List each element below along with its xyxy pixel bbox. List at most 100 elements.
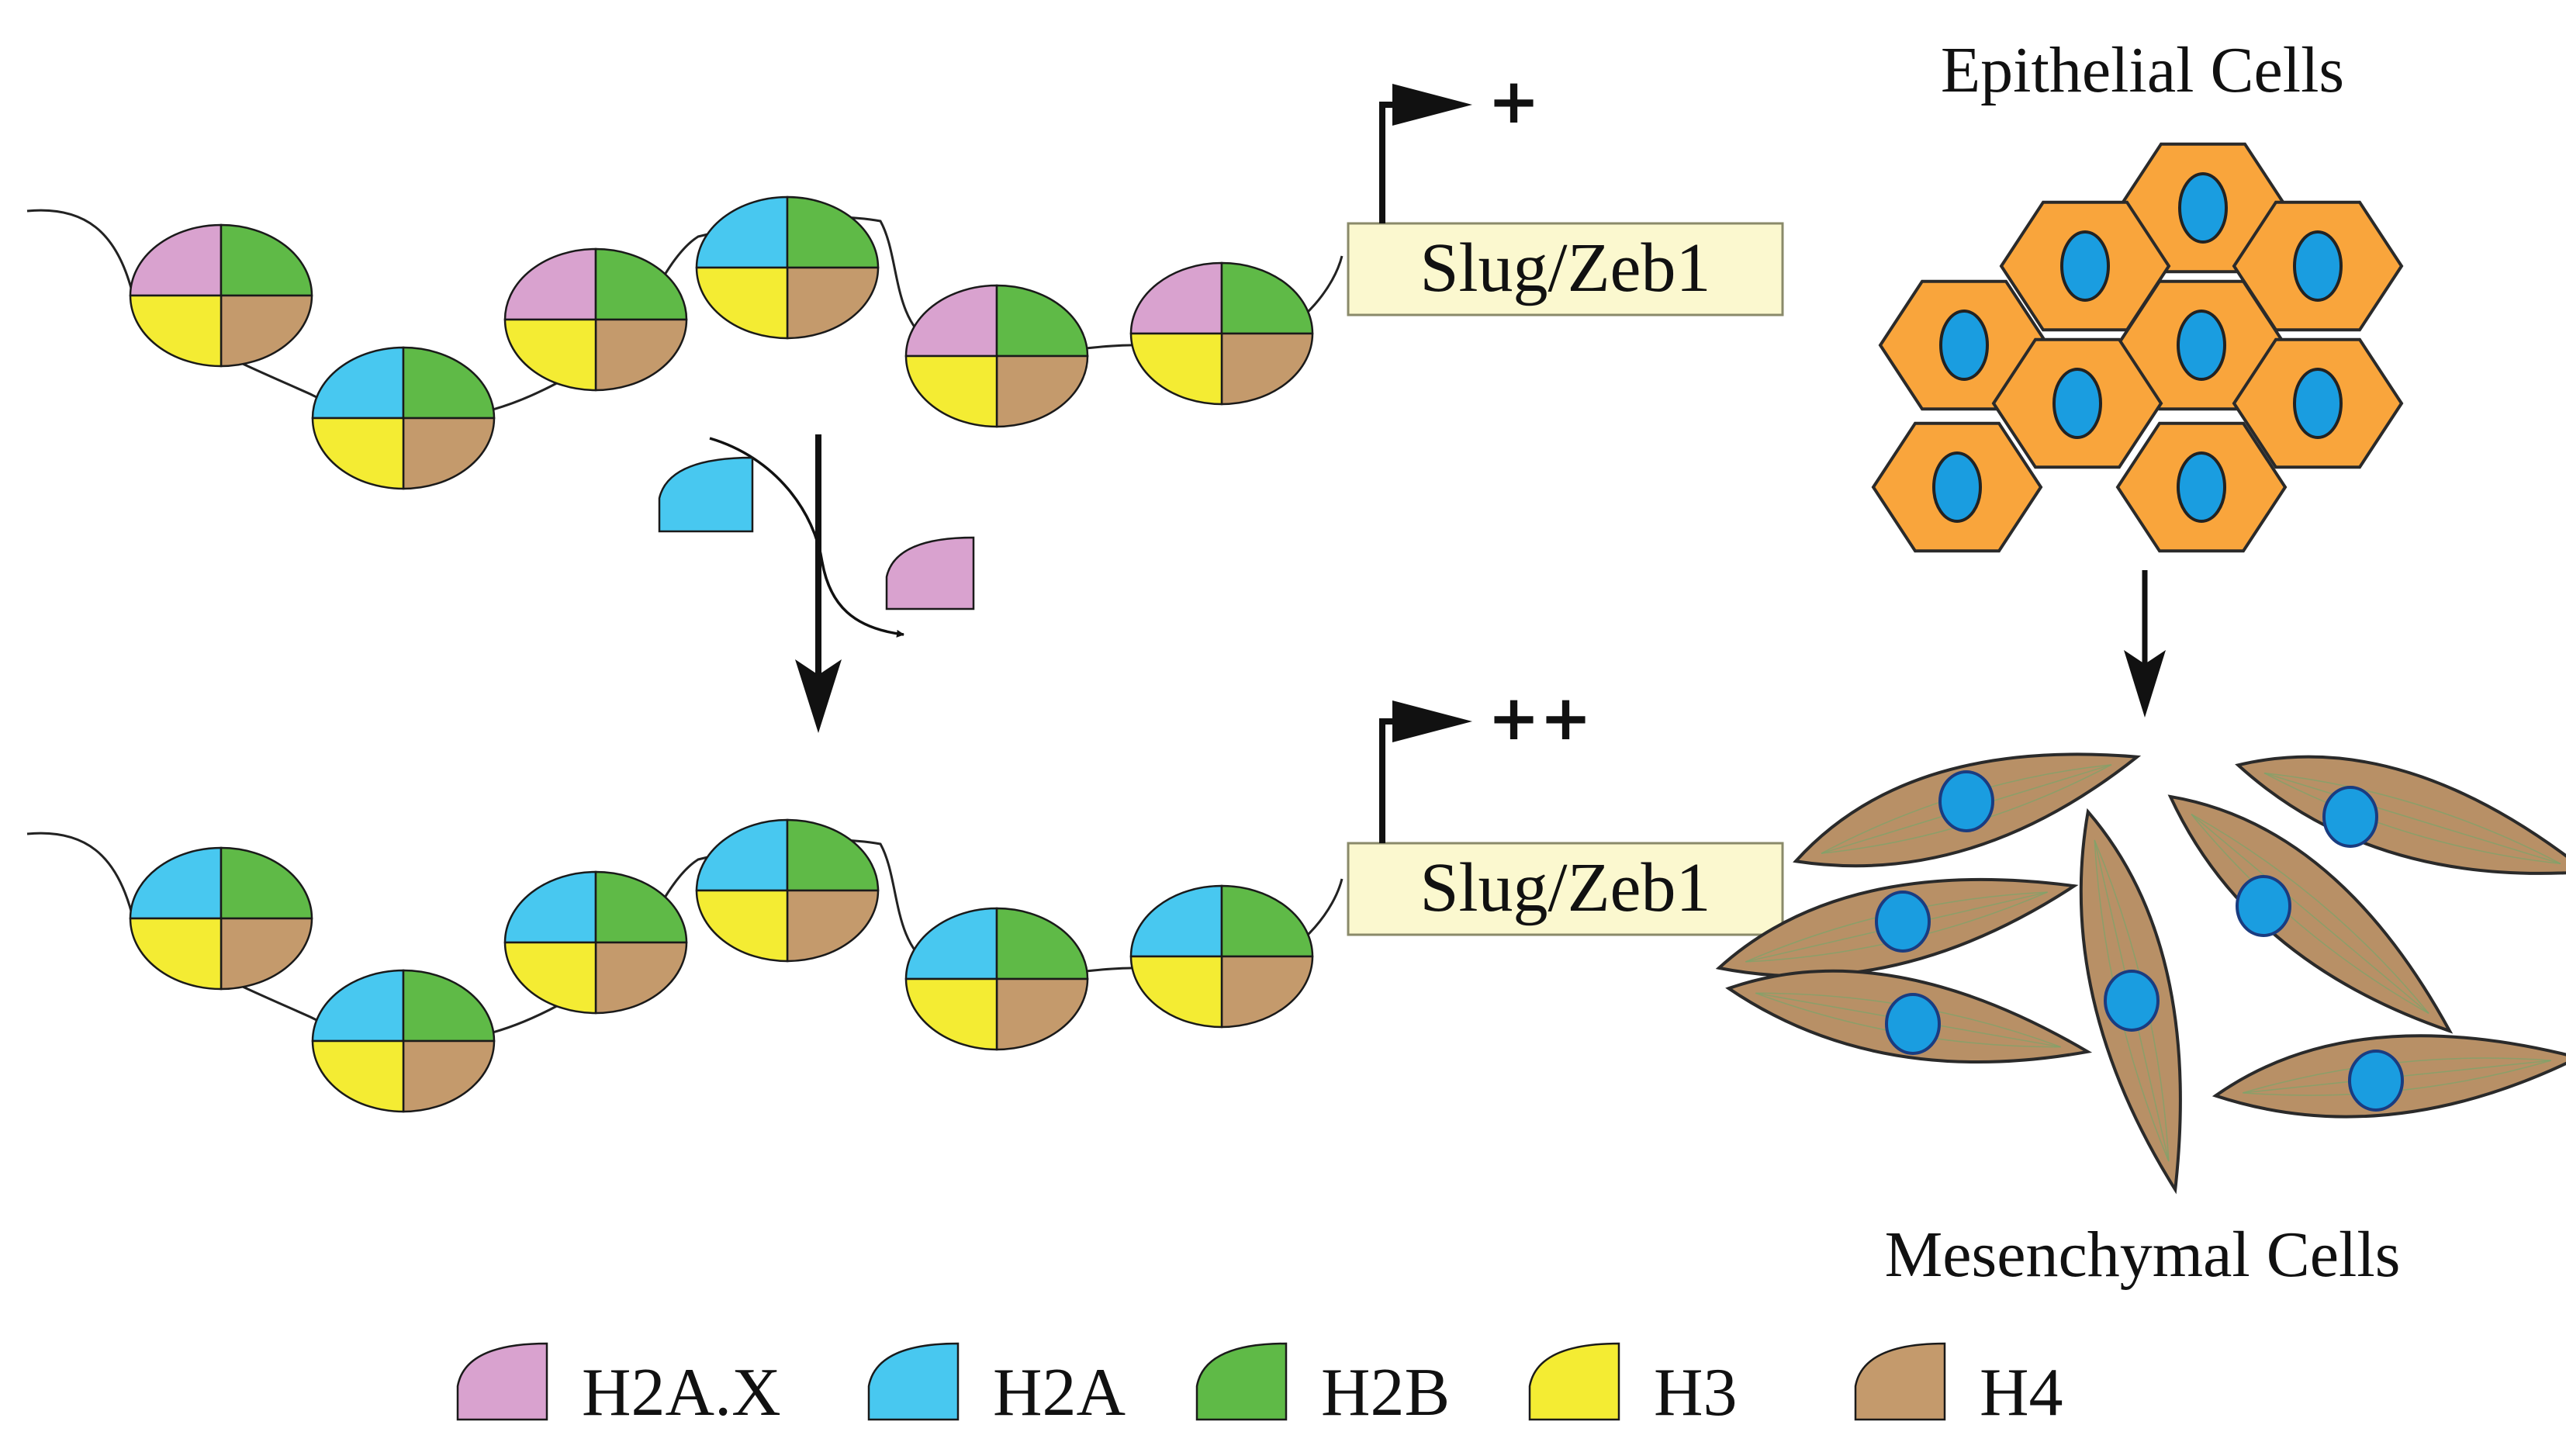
mesenchymal-cell — [1725, 969, 2093, 1064]
h4-quadrant — [786, 266, 880, 340]
h2ax-quadrant — [1129, 261, 1223, 335]
legend-item-h3: H3 — [1528, 1342, 1738, 1430]
h2b-quadrant — [594, 870, 688, 944]
h2b-quadrant — [402, 346, 496, 420]
nucleosome-bottom-1 — [129, 846, 313, 991]
h4-quadrant — [995, 354, 1089, 428]
nucleus — [2322, 786, 2378, 848]
h2b-quadrant — [1220, 884, 1314, 958]
nucleus — [1875, 891, 1931, 953]
h3-quadrant — [904, 977, 998, 1051]
h2b-quadrant — [402, 969, 496, 1043]
legend-swatch — [1854, 1342, 1946, 1421]
h3-quadrant — [1129, 332, 1223, 406]
h3-quadrant — [695, 889, 789, 963]
h2a-piece — [658, 456, 754, 533]
incoming-h2a-piece — [658, 456, 754, 533]
gene-box-top: Slug/Zeb1 — [1347, 222, 1784, 316]
h3-quadrant — [503, 318, 597, 392]
h4-quadrant — [402, 1039, 496, 1113]
h4-quadrant — [594, 318, 688, 392]
h2ax-quadrant — [503, 247, 597, 321]
h4-quadrant — [1220, 332, 1314, 406]
legend-swatch — [1195, 1342, 1288, 1421]
nucleosome-row-top — [129, 195, 1314, 490]
nucleosome-bottom-2 — [311, 969, 496, 1113]
expression-sign-top: + — [1488, 65, 1540, 137]
nucleus — [2052, 368, 2102, 439]
h2a-quadrant — [695, 818, 789, 892]
h2ax-quadrant — [904, 284, 998, 358]
h2a-quadrant — [503, 870, 597, 944]
promoter-arrow-bottom — [1379, 700, 1472, 843]
epithelial-cells-label: Epithelial Cells — [1941, 34, 2344, 106]
mesenchymal-cell — [2212, 1034, 2566, 1119]
h4-quadrant — [594, 941, 688, 1015]
h2b-quadrant — [1220, 261, 1314, 335]
nucleus — [2177, 310, 2226, 381]
h2b-quadrant — [786, 195, 880, 269]
h2a-quadrant — [1129, 884, 1223, 958]
epithelial-cell — [1991, 337, 2163, 469]
h3-quadrant — [695, 266, 789, 340]
nucleosome-bottom-4 — [695, 818, 880, 963]
expression-sign-bottom: ++ — [1488, 682, 1592, 754]
nucleus — [2293, 368, 2343, 439]
nucleus — [2178, 172, 2228, 244]
h2a-quadrant — [129, 846, 223, 920]
exchange-curve-arrow — [709, 437, 904, 638]
h4-quadrant — [1220, 955, 1314, 1029]
legend-label: H2A — [993, 1355, 1126, 1430]
h2b-quadrant — [786, 818, 880, 892]
legend: H2A.X H2A H2B H3 H4 — [456, 1342, 2063, 1430]
h4-quadrant — [220, 917, 313, 991]
legend-item-h4: H4 — [1854, 1342, 2063, 1430]
nucleus — [1885, 993, 1941, 1055]
nucleus — [2348, 1050, 2404, 1112]
h3-quadrant — [311, 1039, 405, 1113]
epithelial-cell — [2232, 337, 2404, 469]
nucleosome-top-3 — [503, 247, 688, 392]
h2b-quadrant — [220, 223, 313, 297]
nucleus — [2104, 970, 2160, 1032]
h3-quadrant — [1129, 955, 1223, 1029]
h2b-quadrant — [220, 846, 313, 920]
epithelial-cell — [2232, 200, 2404, 332]
legend-item-h2a: H2A — [867, 1342, 1126, 1430]
mesenchymal-cell — [2167, 794, 2454, 1034]
h2ax-piece — [885, 536, 975, 610]
nucleosome-top-2 — [311, 346, 496, 490]
histone-exchange-arrow — [795, 434, 842, 733]
nucleus — [1932, 451, 1982, 523]
nucleus — [1939, 310, 1989, 381]
nucleus — [2236, 875, 2291, 937]
mesenchymal-cell — [2235, 755, 2566, 875]
gene-box-bottom: Slug/Zeb1 — [1347, 842, 1784, 936]
h4-quadrant — [402, 417, 496, 490]
nucleus — [2177, 451, 2226, 523]
legend-item-h2ax: H2A.X — [456, 1342, 781, 1430]
h2b-quadrant — [995, 284, 1089, 358]
gene-label-top: Slug/Zeb1 — [1420, 230, 1711, 306]
nucleosome-bottom-3 — [503, 870, 688, 1015]
nucleosome-top-5 — [904, 284, 1089, 428]
legend-swatch — [1528, 1342, 1620, 1421]
epithelial-cells — [1871, 142, 2404, 553]
nucleosome-top-1 — [129, 223, 313, 368]
h2a-quadrant — [311, 969, 405, 1043]
h3-quadrant — [129, 294, 223, 368]
h2a-quadrant — [311, 346, 405, 420]
nucleosome-bottom-5 — [904, 907, 1089, 1051]
outgoing-h2ax-piece — [885, 536, 975, 610]
mesenchymal-cells-label: Mesenchymal Cells — [1885, 1219, 2401, 1291]
h3-quadrant — [503, 941, 597, 1015]
h4-quadrant — [220, 294, 313, 368]
legend-label: H3 — [1654, 1355, 1738, 1430]
mesenchymal-cell — [1793, 752, 2142, 868]
legend-item-h2b: H2B — [1195, 1342, 1450, 1430]
legend-swatch — [867, 1342, 960, 1421]
legend-label: H4 — [1980, 1355, 2063, 1430]
epithelial-cell — [1871, 421, 2043, 553]
